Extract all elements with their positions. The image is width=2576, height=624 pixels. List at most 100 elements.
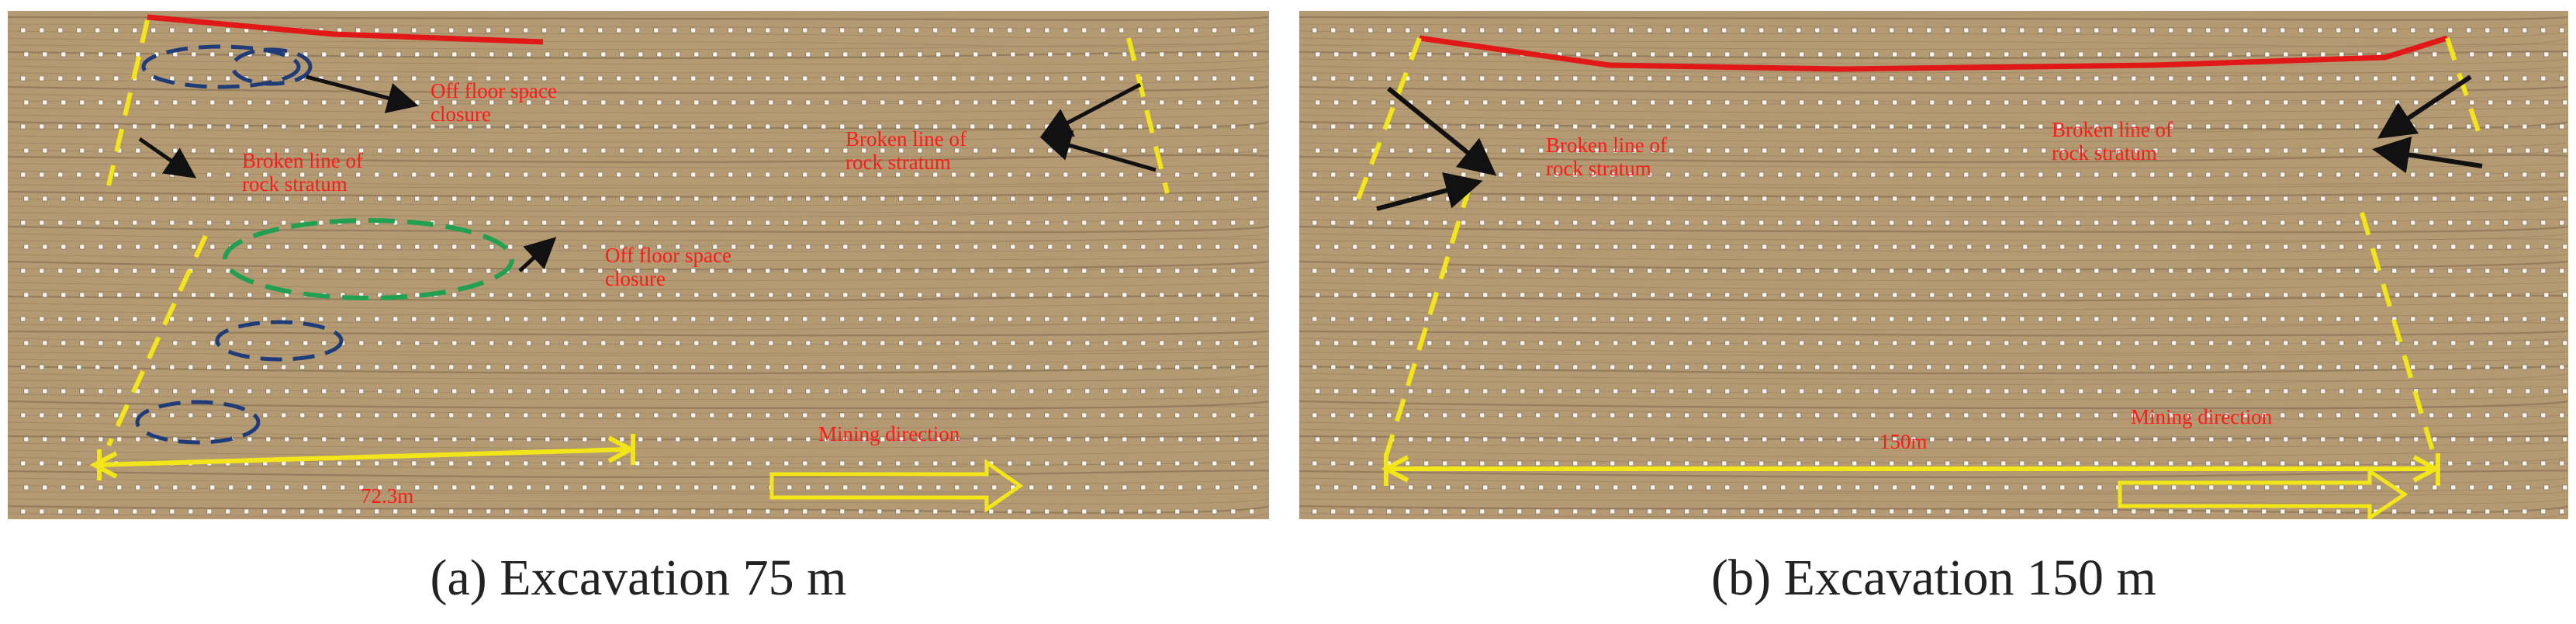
displacement-marker <box>2149 220 2156 226</box>
displacement-marker <box>340 147 346 154</box>
displacement-marker <box>377 388 383 394</box>
displacement-marker <box>2078 484 2084 491</box>
displacement-marker <box>1010 196 1016 202</box>
displacement-marker <box>113 75 119 81</box>
displacement-marker <box>2094 460 2100 466</box>
displacement-marker <box>1177 436 1184 442</box>
displacement-marker <box>1647 460 1653 466</box>
displacement-marker <box>1501 484 1507 491</box>
displacement-marker <box>57 364 64 370</box>
displacement-marker <box>42 51 48 57</box>
displacement-marker <box>1063 508 1069 515</box>
displacement-marker <box>1780 51 1786 57</box>
displacement-marker <box>1780 436 1786 442</box>
displacement-marker <box>1196 244 1202 250</box>
displacement-marker <box>1833 364 1839 370</box>
rock-layer-line <box>1299 379 2568 386</box>
displacement-marker <box>1156 75 1162 81</box>
displacement-marker <box>281 172 287 178</box>
displacement-marker <box>396 51 402 57</box>
displacement-marker <box>244 412 250 418</box>
displacement-marker <box>1044 123 1050 130</box>
displacement-marker <box>787 388 793 394</box>
panel-a-broken-line-left-upper <box>106 19 150 186</box>
displacement-marker <box>861 244 867 250</box>
displacement-marker <box>1628 27 1634 33</box>
displacement-marker <box>1852 412 1858 418</box>
displacement-marker <box>1966 51 1973 57</box>
displacement-marker <box>1594 99 1600 106</box>
displacement-marker <box>2525 388 2531 394</box>
displacement-marker <box>877 123 883 130</box>
displacement-marker <box>154 99 160 106</box>
displacement-marker <box>2224 364 2230 370</box>
displacement-marker <box>1174 268 1181 274</box>
displacement-marker <box>1799 388 1805 394</box>
displacement-marker <box>265 196 271 202</box>
displacement-marker <box>783 27 790 33</box>
displacement-marker <box>1743 196 1749 202</box>
panel-b-arrow-broken-line-left-2 <box>1376 172 1483 211</box>
displacement-marker <box>1575 99 1582 106</box>
displacement-marker <box>805 340 811 346</box>
displacement-marker <box>709 172 715 178</box>
displacement-marker <box>973 51 979 57</box>
displacement-marker <box>169 75 175 81</box>
displacement-marker <box>1762 244 1768 250</box>
displacement-marker <box>1119 412 1125 418</box>
displacement-marker <box>1572 75 1578 81</box>
displacement-marker <box>2447 412 2453 418</box>
displacement-marker <box>2038 412 2044 418</box>
displacement-marker <box>600 99 607 106</box>
displacement-marker <box>2336 364 2342 370</box>
displacement-marker <box>634 268 641 274</box>
displacement-marker <box>1817 436 1824 442</box>
displacement-marker <box>2522 75 2528 81</box>
displacement-marker <box>2540 172 2547 178</box>
displacement-marker <box>1063 75 1069 81</box>
displacement-marker <box>746 27 752 33</box>
displacement-marker <box>209 340 216 346</box>
displacement-marker <box>2149 268 2156 274</box>
displacement-marker <box>672 220 678 226</box>
displacement-marker <box>265 484 271 491</box>
displacement-marker <box>2205 172 2211 178</box>
displacement-marker <box>709 412 715 418</box>
displacement-marker <box>842 484 849 491</box>
displacement-marker <box>2261 172 2267 178</box>
displacement-marker <box>188 364 194 370</box>
displacement-marker <box>2041 292 2047 298</box>
displacement-marker <box>1910 436 1917 442</box>
displacement-marker <box>1966 436 1973 442</box>
displacement-marker <box>318 412 324 418</box>
displacement-marker <box>414 388 420 394</box>
displacement-marker <box>2432 196 2438 202</box>
displacement-marker <box>284 196 290 202</box>
displacement-marker <box>2112 460 2118 466</box>
displacement-marker <box>600 147 607 154</box>
displacement-marker <box>2413 340 2419 346</box>
displacement-marker <box>1196 292 1202 298</box>
displacement-marker <box>2283 340 2289 346</box>
displacement-marker <box>2339 196 2345 202</box>
rock-layer-line <box>8 373 1269 381</box>
displacement-marker <box>1594 51 1600 57</box>
displacement-marker <box>1233 436 1240 442</box>
displacement-marker <box>2469 436 2475 442</box>
displacement-marker <box>1613 292 1619 298</box>
displacement-marker <box>1025 220 1032 226</box>
displacement-marker <box>321 99 327 106</box>
displacement-marker <box>914 123 920 130</box>
displacement-marker <box>2246 436 2252 442</box>
displacement-marker <box>1650 340 1656 346</box>
displacement-marker <box>2056 268 2063 274</box>
displacement-marker <box>1703 364 1709 370</box>
displacement-marker <box>1833 172 1839 178</box>
rock-layer-line <box>8 322 1269 331</box>
displacement-marker <box>486 508 492 515</box>
displacement-marker <box>1963 172 1969 178</box>
displacement-marker <box>1743 292 1749 298</box>
displacement-marker <box>858 460 864 466</box>
displacement-marker <box>1610 316 1616 322</box>
displacement-marker <box>79 99 85 106</box>
